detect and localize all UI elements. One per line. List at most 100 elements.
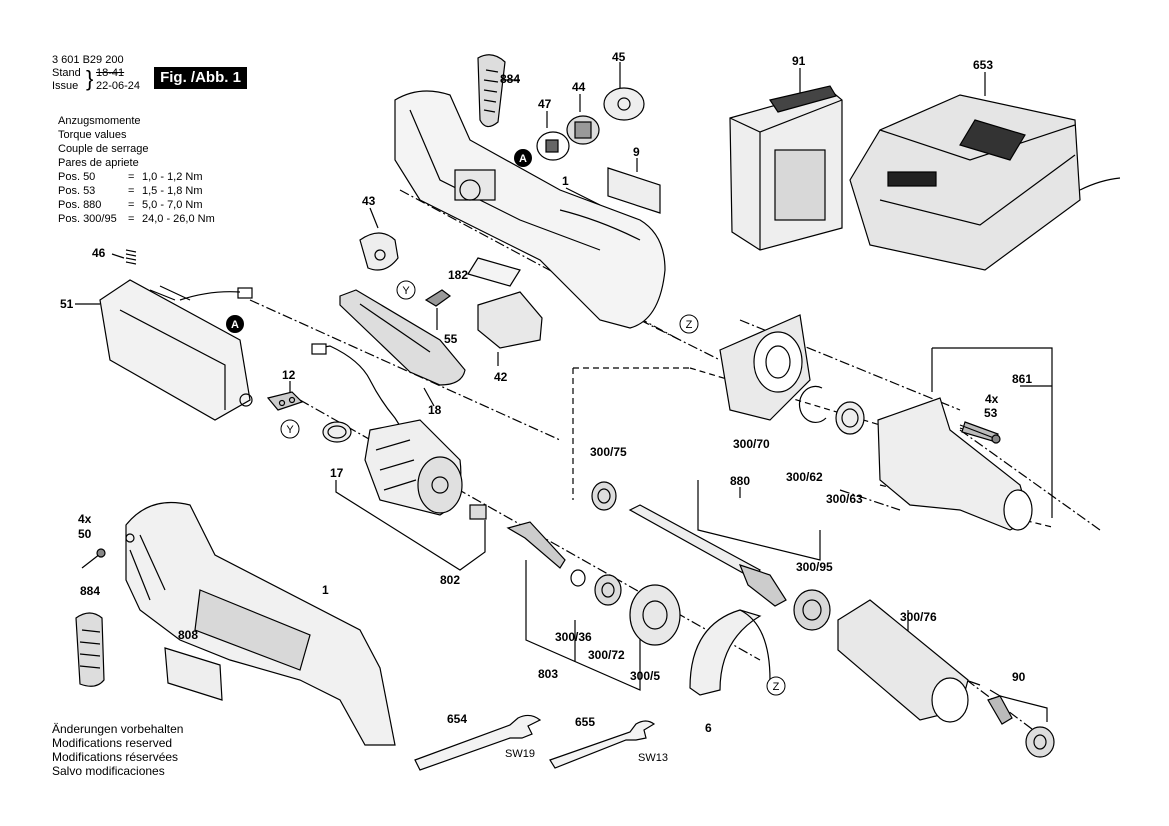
callout-300-5: 300/5 [630,669,661,683]
callout-55: 55 [444,332,458,346]
callout-43: 43 [362,194,376,208]
small-parts-top [536,87,661,214]
callout-861: 861 [1012,372,1033,386]
marker-y1: Y [396,280,416,300]
motor-802 [364,419,463,516]
callout-91: 91 [792,54,806,68]
torque-title-es: Pares de apriete [58,157,139,169]
torque-title-de: Anzugsmomente [58,115,141,127]
callout-50: 50 [78,527,92,541]
collet-90 [987,695,1055,758]
svg-text:Z: Z [773,681,780,693]
callout-300-62: 300/62 [786,470,823,484]
torque-row: Pos. 50=1,0 - 1,2 Nm [58,171,203,183]
motor-shaft-parts [469,504,566,569]
callout-44: 44 [572,80,586,94]
battery-pack [729,85,843,251]
callout-300-63: 300/63 [826,492,863,506]
mid-small-parts [424,257,543,349]
callout-300-76: 300/76 [900,610,937,624]
spring-46 [125,249,137,265]
issue-label: Issue [52,80,79,92]
callout-45: 45 [612,50,626,64]
callout-654: 654 [447,712,468,726]
svg-text:A: A [519,153,527,165]
brace-glyph: } [86,66,94,91]
callout-884-bottom: 884 [80,584,101,598]
header-block: 3 601 B29 200 Stand Issue } 18-41 22-06-… [52,54,152,93]
wrench-655 [549,720,656,769]
charger [849,94,1121,271]
footer-line-fr: Modifications réservées [52,750,179,764]
torque-title-en: Torque values [58,129,127,141]
callout-300-70: 300/70 [733,437,770,451]
spindle-880 [628,504,787,607]
callout-300-72: 300/72 [588,648,625,662]
callout-47: 47 [538,97,552,111]
callout-6: 6 [705,721,712,735]
callout-1-bottom: 1 [322,583,329,597]
callout-4x-53: 4x [985,392,999,406]
grip-insert-bottom [75,612,105,687]
grip-insert-top [477,54,506,128]
marker-a2: A [226,315,244,333]
callout-884-top: 884 [500,72,521,86]
torque-table: Anzugsmomente Torque values Couple de se… [58,114,215,226]
issue-value: 22-06-24 [96,80,141,92]
callout-300-75: 300/75 [590,445,627,459]
housing-shell-upper [394,90,666,329]
figure-label: Fig. /Abb. 1 [154,67,247,89]
svg-text:Y: Y [286,424,294,436]
torque-row: Pos. 300/95=24,0 - 26,0 Nm [58,213,215,225]
footer-line-es: Salvo modificaciones [52,764,165,778]
callout-880: 880 [730,474,751,488]
callout-17: 17 [330,466,344,480]
callout-300-36: 300/36 [555,630,592,644]
callout-803: 803 [538,667,559,681]
svg-text:A: A [231,319,239,331]
callout-46: 46 [92,246,106,260]
stand-label: Stand [52,67,81,79]
svg-text:Z: Z [686,319,693,331]
trigger-18 [339,289,466,386]
end-cap-43 [359,232,399,271]
callout-1-top: 1 [562,174,569,188]
label-808 [164,647,223,701]
footer-line-de: Änderungen vorbehalten [52,722,184,736]
screw-50 [81,548,106,569]
callout-802: 802 [440,573,461,587]
flange-300-70 [719,314,811,421]
wrench-654 [414,714,542,771]
wrench-size-sw13: SW13 [638,752,668,764]
callout-653: 653 [973,58,994,72]
footer-line-en: Modifications reserved [52,736,173,750]
torque-row: Pos. 880=5,0 - 7,0 Nm [58,199,203,211]
callout-808: 808 [178,628,199,642]
marker-y2: Y [280,419,300,439]
bearing-washers [570,481,681,646]
callout-42: 42 [494,370,508,384]
part-number: 3 601 B29 200 [52,54,124,66]
connector-12 [266,391,304,411]
callout-4x-50: 4x [78,512,92,526]
switch-assembly [99,279,253,421]
callout-18: 18 [428,403,442,417]
callout-655: 655 [575,715,596,729]
callout-300-95: 300/95 [796,560,833,574]
marker-a1: A [514,149,532,167]
callout-9: 9 [633,145,640,159]
screw-53 [959,424,1001,444]
wrench-size-sw19: SW19 [505,748,535,760]
marker-z1: Z [679,314,699,334]
nut-300-95 [793,589,831,631]
gear-housing-861 [877,397,1033,531]
callout-12: 12 [282,368,296,382]
cable [311,343,401,427]
footer-notes: Änderungen vorbehalten Modifications res… [52,722,183,778]
circlip-and-ring [798,385,865,435]
guard-6 [689,609,771,696]
housing-shell-lower [125,501,396,746]
callout-53: 53 [984,406,998,420]
callout-90: 90 [1012,670,1026,684]
